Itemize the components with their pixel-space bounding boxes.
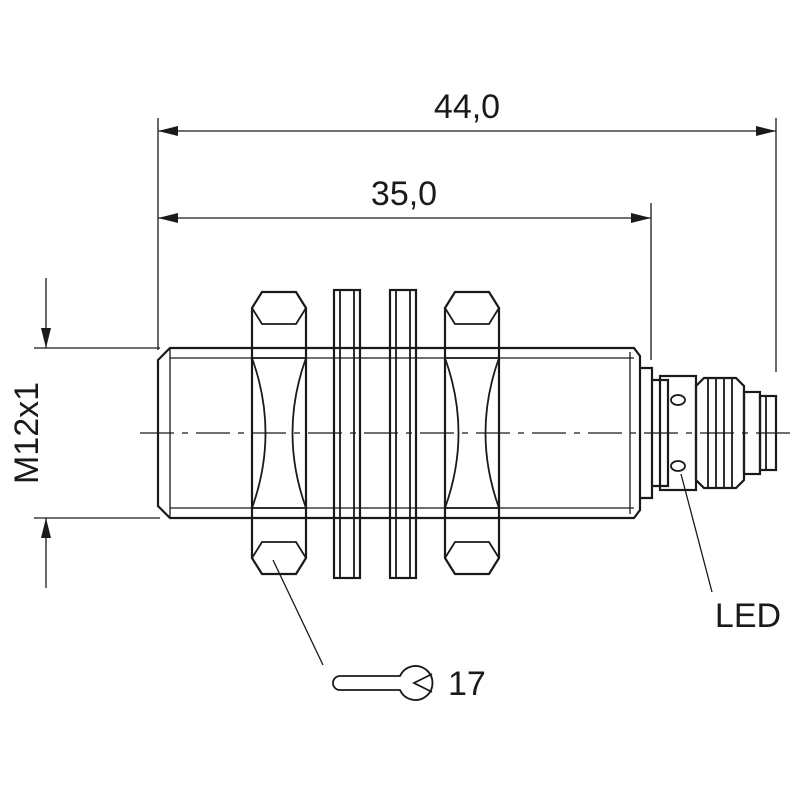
led-window-top xyxy=(670,394,686,406)
led-window-bottom xyxy=(670,460,686,472)
sensor-body xyxy=(140,288,796,580)
wrench-leader-line xyxy=(272,559,324,666)
dimension-overall-length: 44,0 xyxy=(157,88,777,372)
threaded-sleeve xyxy=(156,346,642,520)
led-leader-line xyxy=(680,473,713,593)
dimension-body-length: 35,0 xyxy=(158,175,652,360)
wrench-callout: 17 xyxy=(272,559,486,703)
overall-length-value: 44,0 xyxy=(434,88,500,126)
wrench-size-label: 17 xyxy=(448,665,486,703)
washer-front xyxy=(332,288,362,580)
body-length-value: 35,0 xyxy=(371,175,437,213)
thread-size-value: M12x1 xyxy=(8,382,46,484)
led-label: LED xyxy=(715,597,781,635)
washer-rear xyxy=(388,288,418,580)
led-callout: LED xyxy=(680,473,781,635)
dimension-thread: M12x1 xyxy=(8,278,160,588)
wrench-icon xyxy=(332,665,434,701)
